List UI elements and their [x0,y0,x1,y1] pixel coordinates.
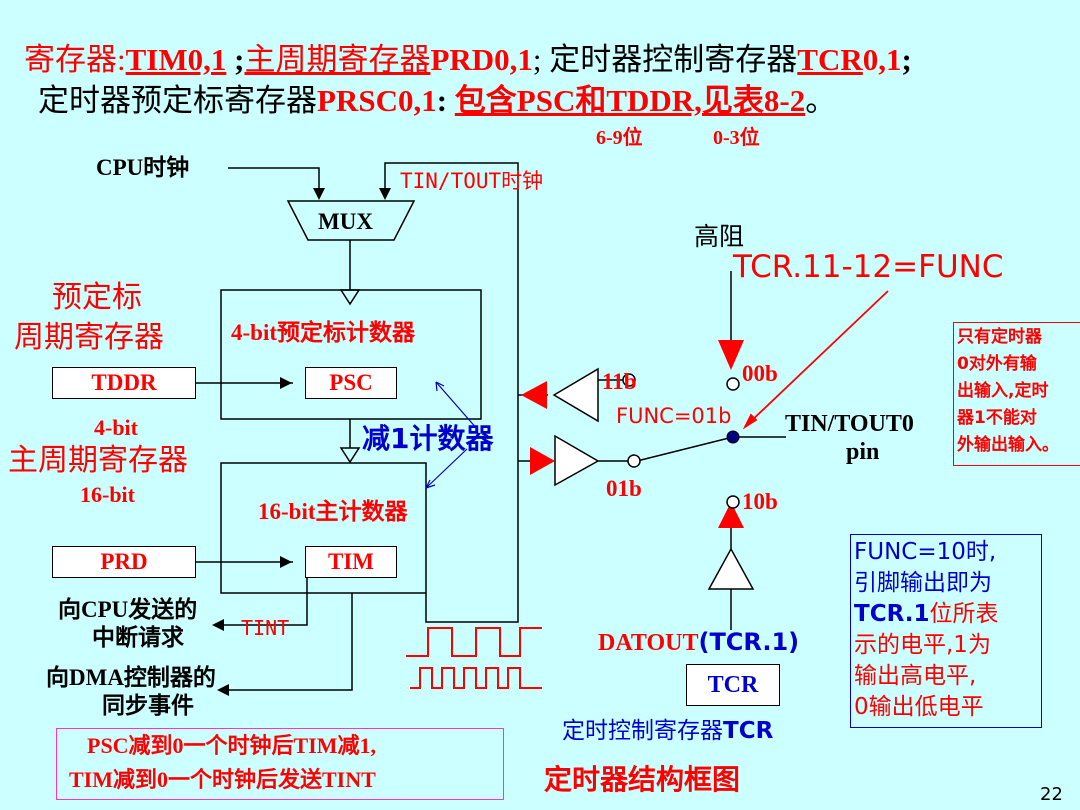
tim-register: TIM [305,546,397,578]
int-to-cpu-line1: 向CPU发送的 [58,597,198,622]
timer0-note-line2: 0对外有输 [957,354,1037,374]
mux-label: MUX [318,209,373,234]
tcr-caption: 定时控制寄存器TCR [562,720,773,743]
high-z-label: 高阻 [694,222,745,251]
title-sep: ; [226,42,245,77]
red-arrow-datout [718,502,744,528]
title-tcr-label: ; 定时器控制寄存器 [532,42,798,77]
pin-label-line2: pin [846,439,880,465]
func10-line2: 引脚输出即为 [854,570,992,596]
switch-10b: 10b [742,489,778,514]
bits-tddr: 0-3位 [713,127,760,149]
psc-register: PSC [305,367,397,399]
func10-tcr1: TCR.1 [854,601,930,627]
main-counter-label: 16-bit主计数器 [258,499,408,524]
timer0-only-note: 只有定时器 0对外有输 出输入,定时 器1不能对 外输出输入。 [953,322,1080,466]
tin-tout-clock-label: TIN/TOUT时钟 [400,169,544,193]
bits-psc: 6-9位 [596,127,643,149]
func10-line4: 示的电平,1为 [854,632,991,658]
timer0-note-line5: 外输出输入。 [957,435,1059,455]
title-period: 。 [805,83,837,118]
title-colon: : [436,83,455,118]
func10-note: FUNC=10时, 引脚输出即为 TCR.1位所表 示的电平,1为 输出高电平,… [850,534,1042,728]
title-tcr-num: 0,1 [862,42,902,77]
tcr-caption-reg: TCR [723,718,774,744]
switch-00b: 00b [742,361,778,386]
timer0-note-line1: 只有定时器 [957,327,1042,347]
prescale-counter-label: 4-bit预定标计数器 [231,320,415,345]
prescale-period-reg-line2: 周期寄存器 [14,320,164,355]
title-end: ; [901,42,912,77]
tint-label: TINT [241,616,290,640]
prescale-period-reg-line1: 预定标 [52,280,142,315]
note-box-line1: PSC减到0一个时钟后TIM减1, [87,733,377,758]
prd-register: PRD [52,546,196,578]
func10-line5: 输出高电平, [854,663,977,689]
title-prsc-reg: PRSC0,1 [317,83,437,118]
switch-01b: 01b [606,476,642,501]
switch-11b: 11b [602,369,637,394]
title-contains: 包含PSC和TDDR,见表8-2 [454,83,806,118]
tddr-register: TDDR [52,367,196,399]
figure-caption: 定时器结构框图 [544,763,741,796]
datout-text: DATOUT [598,630,699,656]
datout-bit: (TCR.1) [698,628,800,656]
title-prd-reg: PRD0,1 [430,42,533,77]
red-arrow-output [530,447,555,475]
pin-label-line1: TIN/TOUT0 [785,411,914,437]
title-reg-label: 寄存器: [24,42,126,77]
dma-event-line1: 向DMA控制器的 [46,665,216,690]
prd-bits-label: 16-bit [80,482,135,507]
tcr-caption-text: 定时控制寄存器 [562,718,723,744]
title-tcr-reg: TCR [797,42,863,77]
title-prd-label: 主周期寄存器 [244,42,431,77]
func-01-label: FUNC=01b [616,404,732,428]
func10-line3: TCR.1位所表 [854,603,998,626]
main-period-reg-label: 主周期寄存器 [8,443,188,478]
title-prsc-label: 定时器预定标寄存器 [38,83,317,118]
red-arrow-highz [718,340,744,370]
note-box-line2: TIM减到0一个时钟后发送TINT [69,767,376,792]
title-line-1: 寄存器:TIM0,1 ;主周期寄存器PRD0,1; 定时器控制寄存器TCR0,1… [24,44,912,75]
datout-label: DATOUT(TCR.1) [598,630,799,655]
page-number: 22 [1040,784,1063,805]
func-bits-label: TCR.11-12=FUNC [733,249,1004,285]
decrement-counter-label: 减1计数器 [362,422,494,455]
note-box: PSC减到0一个时钟后TIM减1, TIM减到0一个时钟后发送TINT [56,728,504,800]
func10-line1: FUNC=10时, [854,539,997,565]
tcr-register: TCR [686,664,780,706]
func10-line6: 0输出低电平 [854,694,984,720]
timer0-note-line3: 出输入,定时 [957,381,1049,401]
cpu-clock-label: CPU时钟 [96,155,190,180]
tddr-bits-label: 4-bit [94,415,138,440]
title-line-2: 定时器预定标寄存器PRSC0,1: 包含PSC和TDDR,见表8-2。 [38,85,836,116]
red-arrow-input [521,381,547,409]
dma-event-line2: 同步事件 [102,693,194,718]
timer0-note-line4: 器1不能对 [957,408,1037,428]
func10-line3-rest: 位所表 [929,601,999,627]
int-to-cpu-line2: 中断请求 [92,625,184,650]
title-tim-link: TIM0,1 [125,42,227,77]
